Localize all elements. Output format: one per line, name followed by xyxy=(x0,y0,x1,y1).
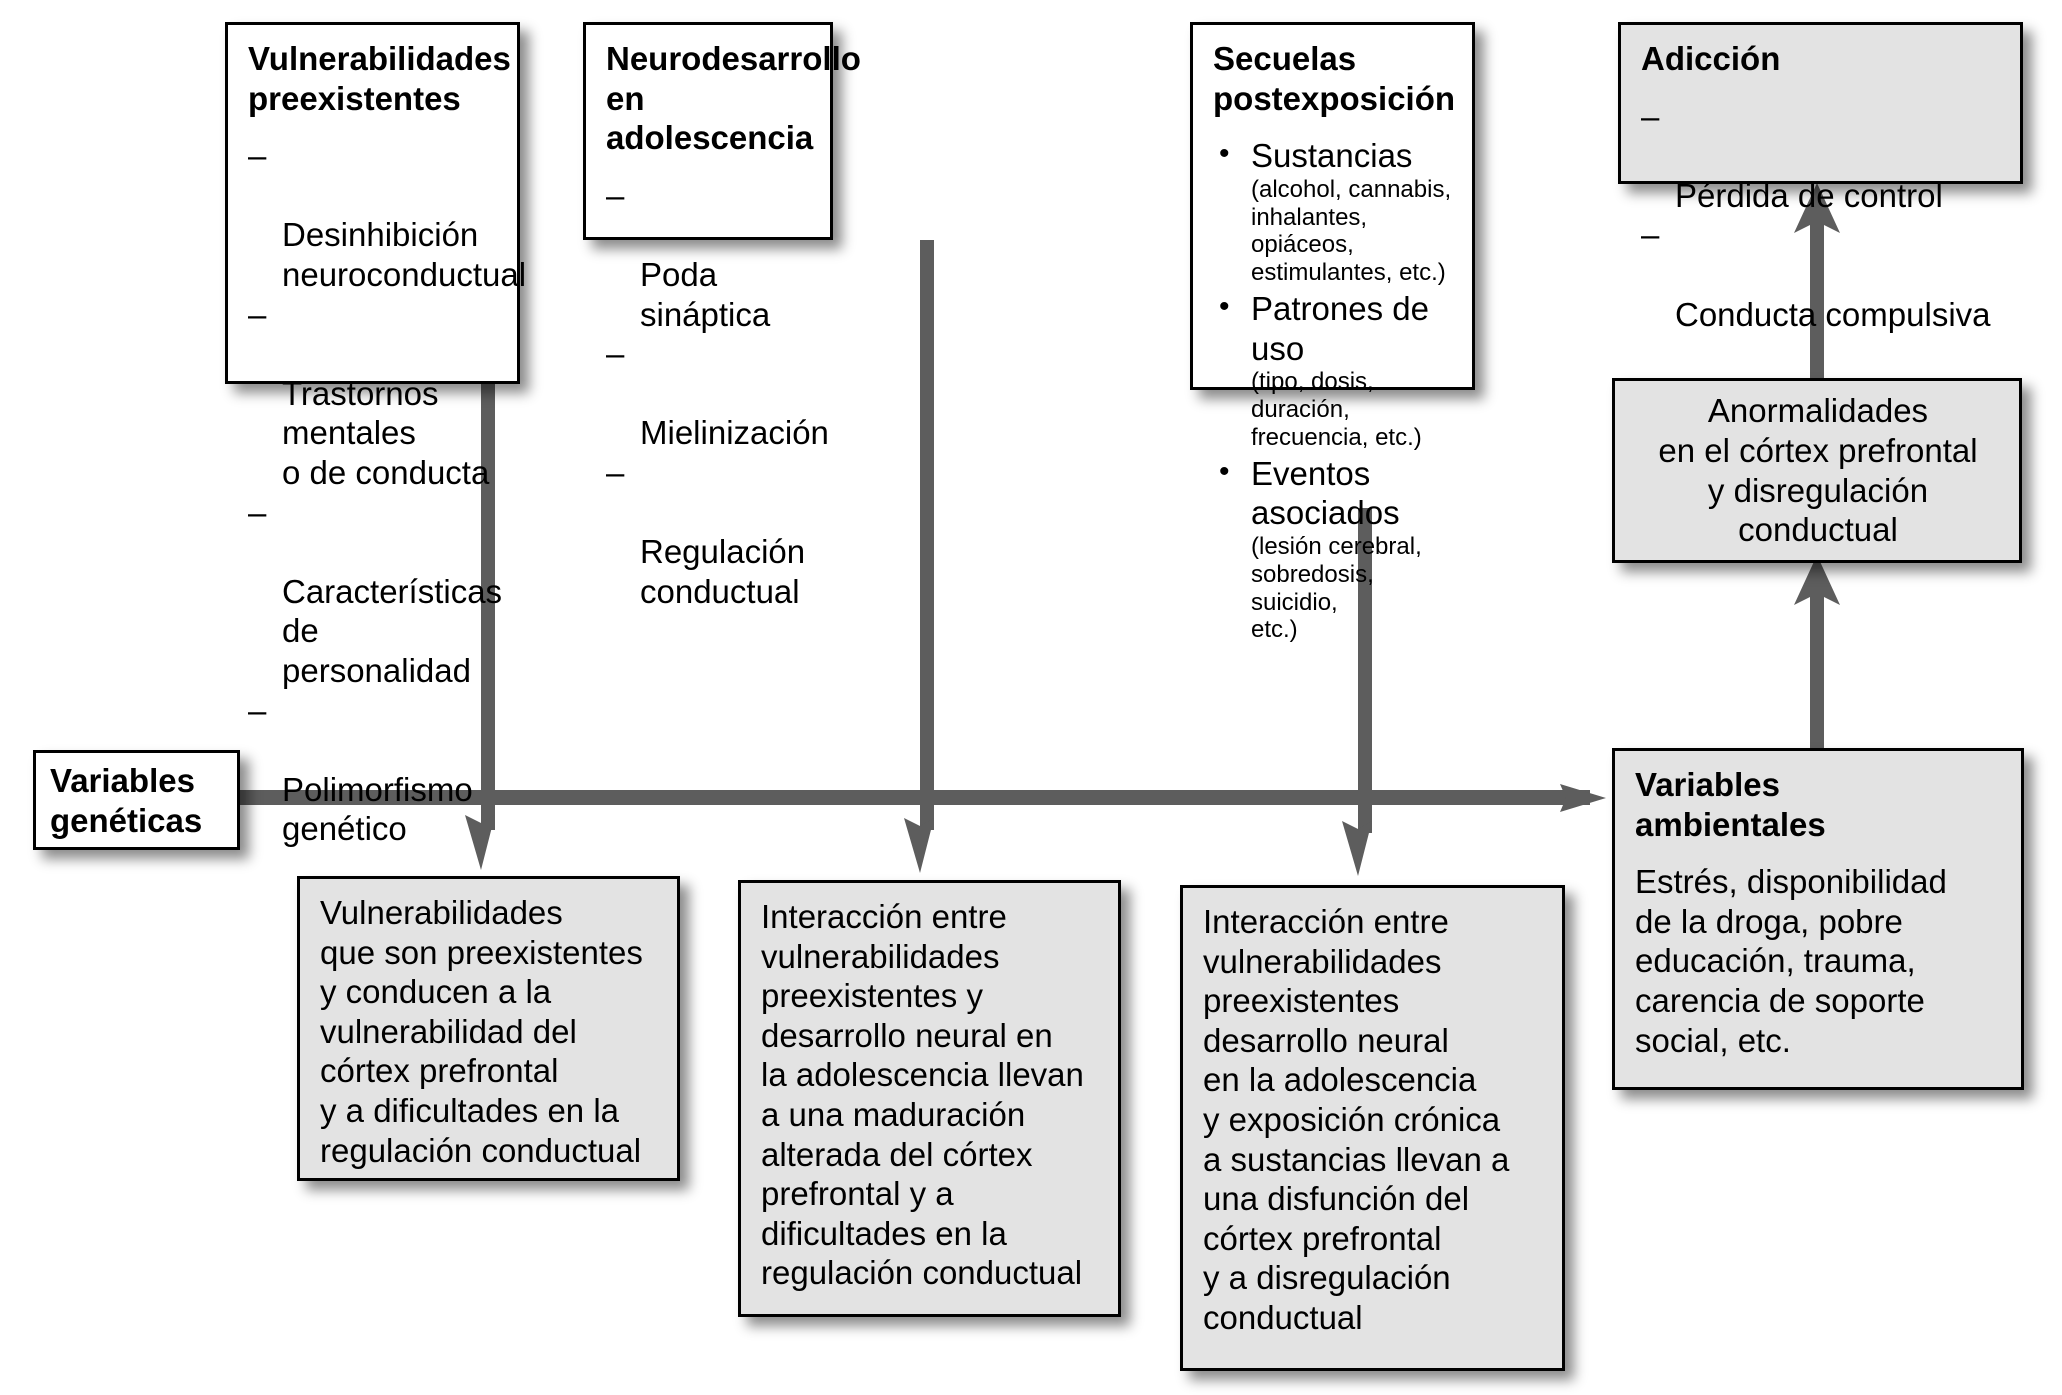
bullet-marker: • xyxy=(1219,137,1230,171)
list-item: • Patrones de uso (tipo, dosis, duración… xyxy=(1213,289,1454,452)
connector-vert-1 xyxy=(481,380,495,830)
list-item: • Sustancias (alcohol, cannabis, inhalan… xyxy=(1213,136,1454,287)
spacer xyxy=(606,158,812,176)
list-item-label: Desinhibición neuroconductual xyxy=(282,216,527,293)
box-anormalidades-cortex-prefrontal[interactable]: Anormalidades en el córtex prefrontal y … xyxy=(1612,378,2022,563)
box-body: Anormalidades en el córtex prefrontal y … xyxy=(1658,392,1978,549)
bullet-marker: • xyxy=(1219,454,1230,488)
list-item: – Pérdida de control xyxy=(1641,97,2002,216)
list-item: – Mielinización xyxy=(606,334,829,453)
list-item: – Características de personalidad xyxy=(248,493,503,691)
box-adiccion[interactable]: Adicción – Pérdida de control – Conducta… xyxy=(1618,22,2023,333)
spacer xyxy=(248,118,499,136)
secuelas-list: • Sustancias (alcohol, cannabis, inhalan… xyxy=(1213,136,1454,644)
list-item: – Conducta compulsiva xyxy=(1641,215,2002,334)
box-title: Vulnerabilidades preexistentes xyxy=(248,40,511,117)
connector-vert-3 xyxy=(1358,508,1372,833)
list-item-sublabel: (alcohol, cannabis, inhalantes, opiáceos… xyxy=(1251,175,1452,287)
list-item: – Polimorfismo genético xyxy=(248,691,499,849)
list-item-label: Regulación conductual xyxy=(640,533,806,610)
connector-vert-ambientales-to-anormalidades xyxy=(1810,580,1824,752)
dash-marker: – xyxy=(248,691,267,729)
list-item-label: Patrones de uso xyxy=(1251,290,1429,367)
list-item-sublabel: (lesión cerebral, sobredosis, suicidio, … xyxy=(1251,532,1422,644)
dash-marker: – xyxy=(1641,216,1660,254)
list-item: – Regulación conductual xyxy=(606,453,812,611)
dash-marker: – xyxy=(248,137,267,175)
list-item-label: Características de personalidad xyxy=(282,572,503,689)
list-item-sublabel: (tipo, dosis, duración, frecuencia, etc.… xyxy=(1251,368,1422,451)
connector-vert-anormalidades-to-adiccion xyxy=(1810,210,1824,382)
dash-marker: – xyxy=(606,335,625,373)
list-item: • Eventos asociados (lesión cerebral, so… xyxy=(1213,454,1454,645)
dash-marker: – xyxy=(248,493,267,531)
list-item-label: Sustancias xyxy=(1251,137,1413,175)
connector-vert-3-arrowhead xyxy=(1342,821,1372,876)
connector-vert-5-arrowhead xyxy=(1794,183,1840,235)
dash-marker: – xyxy=(1641,97,1660,135)
list-item-label: Trastornos mentales o de conducta xyxy=(282,374,490,491)
list-item-label: Pérdida de control xyxy=(1675,176,1943,214)
box-title: Variables ambientales xyxy=(1635,766,1826,843)
box-title: Variables genéticas xyxy=(50,762,203,839)
timeline-arrowhead-right xyxy=(1560,784,1606,812)
box-outcome-vulnerabilidades-preexistentes[interactable]: Vulnerabilidades que son preexistentes y… xyxy=(297,876,680,1181)
box-body: Vulnerabilidades que son preexistentes y… xyxy=(320,894,643,1169)
connector-vert-2 xyxy=(920,240,934,830)
box-outcome-interaccion-exposicion-cronica[interactable]: Interacción entre vulnerabilidades preex… xyxy=(1180,885,1565,1371)
box-vulnerabilidades-preexistentes[interactable]: Vulnerabilidades preexistentes – Desinhi… xyxy=(225,22,526,847)
bullet-marker: • xyxy=(1219,290,1230,324)
box-body: Interacción entre vulnerabilidades preex… xyxy=(761,898,1084,1292)
list-item: – Poda sináptica xyxy=(606,176,812,334)
dash-marker: – xyxy=(248,295,267,333)
list-item-label: Polimorfismo genético xyxy=(282,770,473,848)
list-item: – Trastornos mentales o de conducta xyxy=(248,295,499,493)
neurodesarrollo-list: – Poda sináptica – Mielinización – Regul… xyxy=(606,176,829,612)
list-item-label: Conducta compulsiva xyxy=(1675,295,1991,333)
spacer xyxy=(1635,844,2003,862)
box-outcome-interaccion-desarrollo-neural[interactable]: Interacción entre vulnerabilidades preex… xyxy=(738,880,1121,1317)
box-variables-geneticas[interactable]: Variables genéticas xyxy=(33,750,240,850)
list-item-label: Eventos asociados xyxy=(1251,454,1400,532)
box-title: Adicción xyxy=(1641,40,1781,77)
connector-vert-2-arrowhead xyxy=(904,818,934,873)
box-secuelas-postexposicion[interactable]: Secuelas postexposición • Sustancias (al… xyxy=(1190,22,1475,643)
box-body: Interacción entre vulnerabilidades preex… xyxy=(1203,903,1510,1336)
spacer xyxy=(1213,118,1454,136)
connector-vert-1-arrowhead xyxy=(465,815,495,870)
list-item-label: Poda sináptica xyxy=(640,255,771,333)
adiccion-list: – Pérdida de control – Conducta compulsi… xyxy=(1641,97,2002,335)
box-title: Secuelas postexposición xyxy=(1213,40,1456,117)
list-item: – Desinhibición neuroconductual xyxy=(248,136,526,294)
dash-marker: – xyxy=(606,176,625,214)
connector-vert-4-arrowhead xyxy=(1794,555,1840,607)
list-item-label: Mielinización xyxy=(640,414,829,452)
box-neurodesarrollo-adolescencia[interactable]: Neurodesarrollo en adolescencia – Poda s… xyxy=(583,22,861,610)
box-body: Estrés, disponibilidad de la droga, pobr… xyxy=(1635,863,1947,1059)
spacer xyxy=(1641,79,2002,97)
box-title: Neurodesarrollo en adolescencia xyxy=(606,40,861,157)
dash-marker: – xyxy=(606,453,625,491)
timeline-horizontal-line xyxy=(190,790,1590,805)
box-variables-ambientales[interactable]: Variables ambientales Estrés, disponibil… xyxy=(1612,748,2024,1090)
vulnerabilidades-list: – Desinhibición neuroconductual – Trasto… xyxy=(248,136,526,849)
